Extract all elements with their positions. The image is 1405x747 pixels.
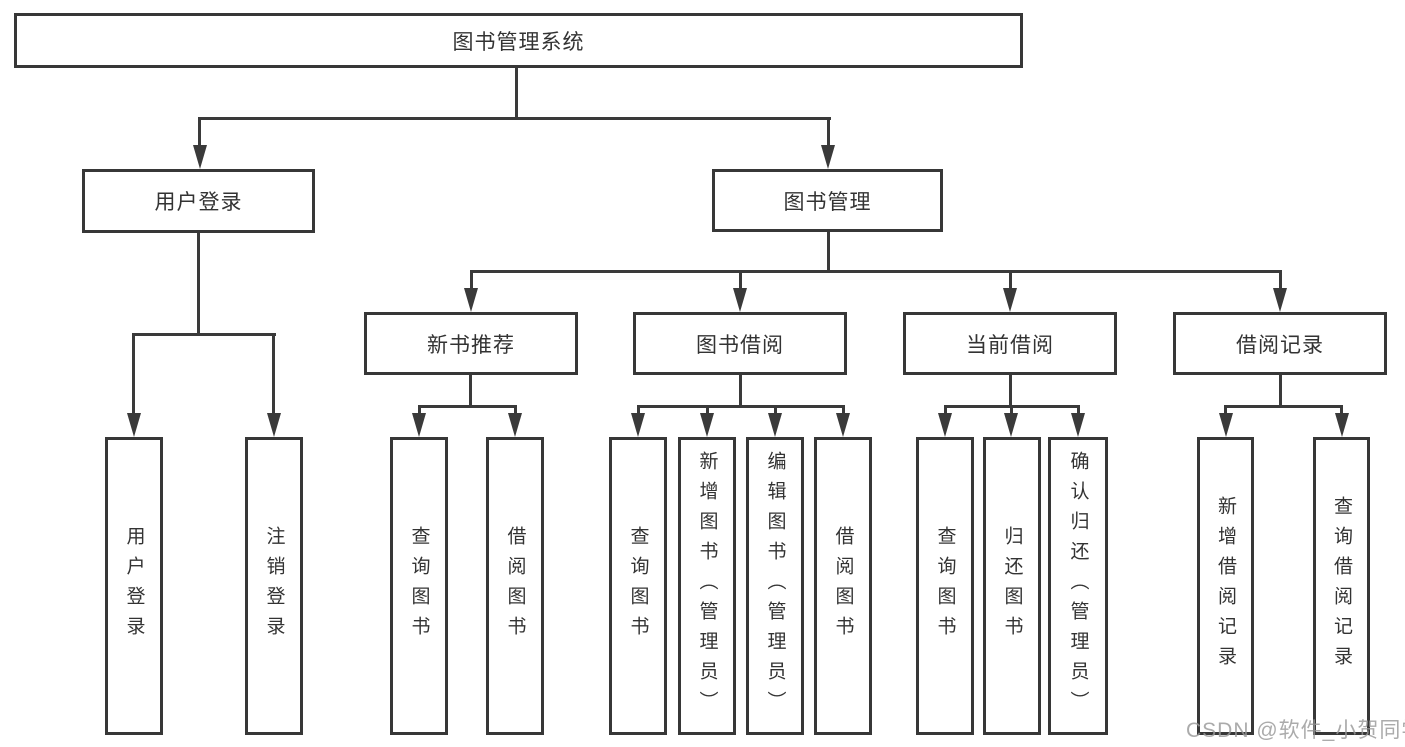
connector-line [637, 405, 640, 417]
connector-line [1340, 405, 1343, 417]
node-label: 借阅记录 [1236, 333, 1324, 357]
leaf-add-books-admin: 新增图书（管理员） [678, 437, 736, 735]
connector-line [1009, 270, 1012, 292]
connector-line [515, 68, 518, 120]
node-book-borrowing: 图书借阅 [633, 312, 847, 375]
node-label: 图书管理系统 [452, 30, 585, 54]
arrowhead-icon [1335, 413, 1349, 437]
node-label: 图书管理 [783, 190, 872, 214]
arrowhead-icon [1071, 413, 1085, 437]
leaf-query-borrow-record: 查询借阅记录 [1313, 437, 1370, 735]
connector-line [1010, 405, 1013, 417]
node-label: 用户登录 [154, 191, 243, 214]
connector-line [739, 270, 742, 292]
arrowhead-icon [700, 413, 714, 437]
node-new-book-recommend: 新书推荐 [364, 312, 578, 375]
leaf-query-books-borrowing: 查询图书 [609, 437, 667, 735]
node-label: 查询图书 [627, 526, 649, 646]
leaf-user-login: 用户登录 [105, 437, 163, 735]
node-borrowing-records: 借阅记录 [1173, 312, 1387, 375]
node-label: 借阅图书 [832, 526, 854, 646]
connector-line [827, 117, 830, 149]
connector-line [132, 333, 135, 415]
leaf-return-books: 归还图书 [983, 437, 1041, 735]
connector-line [132, 333, 276, 336]
arrowhead-icon [464, 288, 478, 312]
connector-line [470, 270, 473, 292]
node-label: 注销登录 [263, 526, 285, 646]
node-user-login: 用户登录 [82, 169, 315, 233]
connector-line [1077, 405, 1080, 417]
connector-line [1279, 270, 1282, 292]
leaf-query-books-current: 查询图书 [916, 437, 974, 735]
arrowhead-icon [1004, 413, 1018, 437]
connector-line [198, 117, 831, 120]
arrowhead-icon [1219, 413, 1233, 437]
node-label: 当前借阅 [966, 333, 1054, 357]
connector-line [1224, 405, 1227, 417]
arrowhead-icon [768, 413, 782, 437]
node-label: 用户登录 [123, 526, 145, 646]
node-label: 归还图书 [1001, 526, 1023, 646]
connector-line [1224, 405, 1342, 408]
node-label: 新增图书（管理员） [696, 451, 718, 721]
arrowhead-icon [1003, 288, 1017, 312]
connector-line [418, 405, 421, 417]
connector-line [198, 117, 201, 149]
leaf-confirm-return-admin: 确认归还（管理员） [1048, 437, 1108, 735]
node-label: 编辑图书（管理员） [764, 451, 786, 721]
arrowhead-icon [631, 413, 645, 437]
connector-line [827, 232, 830, 273]
arrowhead-icon [938, 413, 952, 437]
connector-line [470, 270, 1282, 273]
connector-line [514, 405, 517, 417]
arrowhead-icon [267, 413, 281, 437]
arrowhead-icon [412, 413, 426, 437]
leaf-query-books-recommend: 查询图书 [390, 437, 448, 735]
node-label: 查询借阅记录 [1331, 496, 1352, 676]
node-label: 查询图书 [934, 526, 956, 646]
connector-line [418, 405, 517, 408]
connector-line [1279, 375, 1282, 408]
connector-line [272, 333, 275, 415]
node-label: 查询图书 [408, 526, 430, 646]
node-label: 确认归还（管理员） [1067, 451, 1089, 721]
connector-line [739, 375, 742, 408]
connector-line [469, 375, 472, 408]
leaf-edit-books-admin: 编辑图书（管理员） [746, 437, 804, 735]
arrowhead-icon [836, 413, 850, 437]
node-library-management-system: 图书管理系统 [14, 13, 1023, 68]
connector-line [944, 405, 947, 417]
connector-line [774, 405, 777, 417]
connector-line [197, 233, 200, 336]
connector-line [706, 405, 709, 417]
leaf-add-borrow-record: 新增借阅记录 [1197, 437, 1254, 735]
leaf-logout: 注销登录 [245, 437, 303, 735]
node-label: 新书推荐 [427, 333, 515, 357]
connector-line [1009, 375, 1012, 408]
arrowhead-icon [821, 145, 835, 169]
node-label: 图书借阅 [696, 333, 784, 357]
connector-line [842, 405, 845, 417]
arrowhead-icon [193, 145, 207, 169]
arrowhead-icon [127, 413, 141, 437]
arrowhead-icon [1273, 288, 1287, 312]
leaf-borrow-books: 借阅图书 [814, 437, 872, 735]
csdn-watermark: CSDN @软件_小贺同学 [1186, 719, 1405, 742]
connector-line [637, 405, 845, 408]
arrowhead-icon [733, 288, 747, 312]
arrowhead-icon [508, 413, 522, 437]
node-label: 借阅图书 [504, 526, 526, 646]
node-book-management: 图书管理 [712, 169, 943, 232]
node-current-borrowing: 当前借阅 [903, 312, 1117, 375]
node-label: 新增借阅记录 [1215, 496, 1236, 676]
leaf-borrow-books-recommend: 借阅图书 [486, 437, 544, 735]
